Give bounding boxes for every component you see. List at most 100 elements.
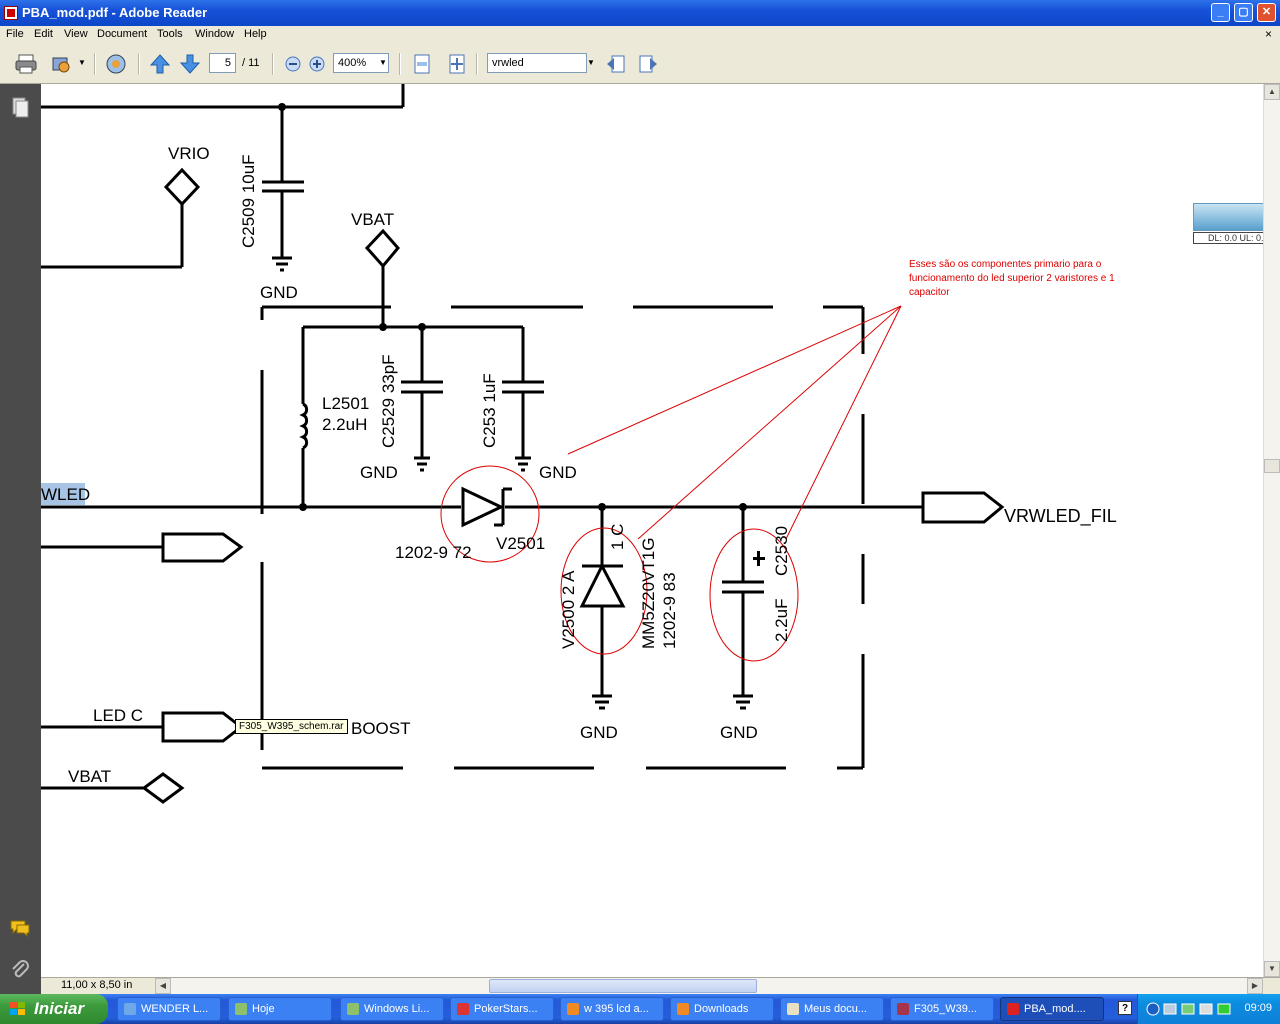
find-icon[interactable] bbox=[104, 52, 128, 76]
taskbar-item[interactable]: Downloads bbox=[670, 997, 774, 1021]
status-bar: 11,00 x 8,50 in ◀ ▶ bbox=[41, 977, 1280, 994]
taskbar-item[interactable]: w 395 lcd a... bbox=[560, 997, 664, 1021]
taskbar-item[interactable]: Windows Li... bbox=[340, 997, 444, 1021]
clock: 09:09 bbox=[1244, 1002, 1272, 1014]
taskbar-item-label: PokerStars... bbox=[474, 1003, 538, 1015]
start-label: Iniciar bbox=[34, 999, 85, 1018]
menu-tools[interactable]: Tools bbox=[157, 28, 183, 40]
scroll-up-icon[interactable]: ▲ bbox=[1264, 84, 1280, 100]
task-app-icon bbox=[567, 1003, 579, 1015]
vertical-scrollbar[interactable]: ▲ ▼ bbox=[1263, 84, 1280, 977]
pages-icon[interactable] bbox=[9, 96, 31, 118]
document-view[interactable]: VRIO C2509 10uF GND VBAT C2529 33pF C253… bbox=[41, 84, 1263, 977]
label-gnd-v2500: GND bbox=[580, 723, 618, 742]
print-options-icon[interactable] bbox=[50, 52, 74, 76]
zoom-in-icon[interactable] bbox=[305, 52, 329, 76]
find-previous-icon[interactable] bbox=[604, 52, 628, 76]
chevron-down-icon[interactable]: ▼ bbox=[379, 58, 387, 67]
task-app-icon bbox=[677, 1003, 689, 1015]
label-wled: WLED bbox=[41, 485, 90, 504]
menu-view[interactable]: View bbox=[64, 28, 88, 40]
label-vbat-bottom: VBAT bbox=[68, 767, 111, 786]
tray-icons[interactable] bbox=[1146, 1002, 1236, 1016]
start-button[interactable]: Iniciar bbox=[0, 994, 108, 1024]
taskbar: Iniciar WENDER L... Hoje Windows Li... Poke… bbox=[0, 994, 1280, 1024]
taskbar-item[interactable]: Meus docu... bbox=[780, 997, 884, 1021]
label-l2501-name: L2501 bbox=[322, 394, 369, 413]
title-bar: PBA_mod.pdf - Adobe Reader _ ▢ ✕ bbox=[0, 0, 1280, 26]
scroll-right-icon[interactable]: ▶ bbox=[1247, 978, 1263, 994]
taskbar-item-label: Windows Li... bbox=[364, 1003, 430, 1015]
taskbar-item-label: F305_W39... bbox=[914, 1003, 977, 1015]
label-v2500: V2500 2 A bbox=[559, 570, 578, 649]
comment-annotation[interactable]: Esses são os componentes primario para o… bbox=[909, 259, 1115, 298]
menu-edit[interactable]: Edit bbox=[34, 28, 53, 40]
horizontal-scroll-thumb[interactable] bbox=[489, 979, 757, 993]
label-vbat-top: VBAT bbox=[351, 210, 394, 229]
adobe-reader-icon bbox=[4, 6, 18, 20]
help-icon[interactable]: ? bbox=[1118, 1001, 1132, 1015]
print-icon[interactable] bbox=[14, 52, 38, 76]
label-v2500-cathode: 1 C bbox=[608, 524, 627, 550]
taskbar-item-label: PBA_mod.... bbox=[1024, 1003, 1086, 1015]
label-gnd-c253: GND bbox=[539, 463, 577, 482]
maximize-button[interactable]: ▢ bbox=[1234, 3, 1253, 22]
scroll-down-icon[interactable]: ▼ bbox=[1264, 961, 1280, 977]
task-app-icon bbox=[1007, 1003, 1019, 1015]
menu-window[interactable]: Window bbox=[195, 28, 235, 40]
label-l2501-value: 2.2uH bbox=[322, 415, 367, 434]
taskbar-item[interactable]: PBA_mod.... bbox=[1000, 997, 1104, 1021]
search-input[interactable]: vrwled bbox=[487, 53, 587, 73]
window-title: PBA_mod.pdf - Adobe Reader bbox=[22, 5, 208, 20]
chevron-down-icon[interactable]: ▼ bbox=[78, 58, 86, 67]
label-c2529: C2529 33pF bbox=[379, 354, 398, 448]
next-page-icon[interactable] bbox=[178, 52, 202, 76]
task-app-icon bbox=[347, 1003, 359, 1015]
label-mm5z20vt1g: MM5Z20VT1G bbox=[639, 538, 658, 649]
schematic-drawing: VRIO C2509 10uF GND VBAT C2529 33pF C253… bbox=[41, 84, 1117, 804]
taskbar-item-label: Hoje bbox=[252, 1003, 275, 1015]
label-vrio: VRIO bbox=[168, 144, 210, 163]
page-total: / 11 bbox=[242, 57, 260, 69]
task-app-icon bbox=[235, 1003, 247, 1015]
page-number-input[interactable]: 5 bbox=[209, 53, 236, 73]
label-vrwled-fil: VRWLED_FIL bbox=[1004, 506, 1117, 527]
menu-help[interactable]: Help bbox=[244, 28, 267, 40]
label-gnd-c2509: GND bbox=[260, 283, 298, 302]
horizontal-scrollbar[interactable]: ◀ ▶ bbox=[155, 978, 1263, 994]
network-meter-label: DL: 0.0 UL: 0.0 bbox=[1193, 232, 1263, 244]
label-c2509: C2509 10uF bbox=[239, 154, 258, 248]
menu-document[interactable]: Document bbox=[97, 28, 148, 40]
menu-bar: File Edit View Document Tools Window Hel… bbox=[0, 26, 1280, 44]
windows-logo-icon bbox=[10, 1002, 25, 1015]
chevron-down-icon[interactable]: ▼ bbox=[587, 58, 595, 67]
menu-file[interactable]: File bbox=[6, 28, 24, 40]
document-close-icon[interactable]: × bbox=[1264, 27, 1272, 41]
taskbar-item[interactable]: Hoje bbox=[228, 997, 332, 1021]
label-v2501-ref: V2501 bbox=[496, 534, 545, 553]
taskbar-item[interactable]: PokerStars... bbox=[450, 997, 554, 1021]
task-app-icon bbox=[897, 1003, 909, 1015]
network-meter-widget bbox=[1193, 203, 1263, 231]
find-next-icon[interactable] bbox=[636, 52, 660, 76]
task-app-icon bbox=[787, 1003, 799, 1015]
fit-page-icon[interactable] bbox=[445, 52, 469, 76]
fit-width-icon[interactable] bbox=[410, 52, 434, 76]
task-app-icon bbox=[124, 1003, 136, 1015]
zoom-select[interactable]: 400% bbox=[333, 53, 389, 73]
taskbar-item[interactable]: F305_W39... bbox=[890, 997, 994, 1021]
tooltip: F305_W395_schem.rar bbox=[235, 719, 348, 734]
scroll-left-icon[interactable]: ◀ bbox=[155, 978, 171, 994]
taskbar-item[interactable]: WENDER L... bbox=[117, 997, 221, 1021]
label-gnd-c2530: GND bbox=[720, 723, 758, 742]
minimize-button[interactable]: _ bbox=[1211, 3, 1230, 22]
comments-icon[interactable] bbox=[9, 917, 31, 939]
close-button[interactable]: ✕ bbox=[1257, 3, 1276, 22]
system-tray: 09:09 bbox=[1137, 994, 1280, 1024]
scroll-thumb[interactable] bbox=[1264, 459, 1280, 473]
zoom-out-icon[interactable] bbox=[281, 52, 305, 76]
label-c253: C253 1uF bbox=[480, 373, 499, 448]
previous-page-icon[interactable] bbox=[148, 52, 172, 76]
attachments-icon[interactable] bbox=[9, 958, 31, 980]
navigation-panel bbox=[0, 84, 41, 994]
